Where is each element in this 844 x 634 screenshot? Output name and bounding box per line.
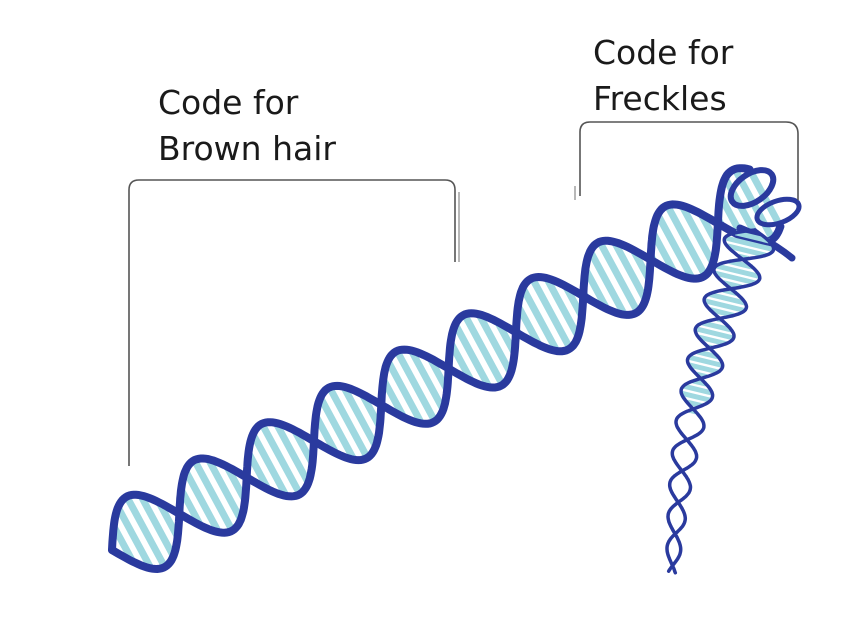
tail-base-pair [688,362,719,375]
tail-base-pair [701,320,732,333]
base-pair [408,348,447,412]
tail-base-pair [715,263,761,279]
freckles-label-line1: Code for [593,33,734,72]
freckles-bracket [579,121,799,200]
tail-base-pair [696,349,719,360]
tail-base-pair [694,326,735,341]
base-pair [272,421,312,485]
base-pair [317,395,357,462]
tail-base-pair [687,354,724,368]
base-pair [519,286,560,353]
base-pair [123,494,168,569]
base-pair [191,458,236,533]
backbone-strand-a [108,164,754,574]
base-pair [340,385,379,448]
base-pair [475,312,514,375]
base-pair [664,203,709,278]
tail-base-pair [697,334,727,347]
base-pair [114,505,155,571]
base-pair [587,249,628,317]
base-pair [461,312,506,387]
brown-hair-bracket [128,179,456,466]
base-pair [678,204,716,265]
tail-base-pair [734,230,770,244]
tail-base-pair [714,270,757,286]
base-pair [205,457,244,522]
tail-base-pair [726,243,767,258]
base-pair [393,349,438,423]
dna-tail-strand [665,228,776,575]
base-pair [384,359,425,426]
base-pair [582,267,610,311]
tail-base-pair [708,291,746,306]
base-pair [654,212,696,281]
base-pair [596,240,641,314]
tail-base-pair [703,298,746,313]
helix-loop [754,196,802,228]
tail-base-pair [682,383,713,396]
helix-loop [727,167,777,209]
base-pair [611,240,649,302]
base-pair [649,230,678,275]
base-pair [529,276,574,351]
base-pair [514,304,543,347]
base-pair [249,432,290,498]
base-pair [258,422,303,496]
freckles-label-line2: Freckles [593,79,727,118]
base-pair [182,469,222,534]
base-pair [452,322,493,389]
backbone-strand-b [108,200,785,554]
brown-hair-label-line1: Code for [158,83,299,122]
tail-base-pair [680,390,712,403]
base-pair [137,493,177,558]
base-pair [312,414,340,455]
base-pair [326,385,371,460]
base-pair [543,276,582,339]
tail-base-pair [724,235,775,253]
tail-base-pair [709,307,735,318]
tail-strand-a [665,228,762,575]
base-pair [447,340,475,383]
tail-strand-b [666,228,776,573]
brown-hair-label-line2: Brown hair [158,129,336,168]
base-pair [380,377,407,419]
